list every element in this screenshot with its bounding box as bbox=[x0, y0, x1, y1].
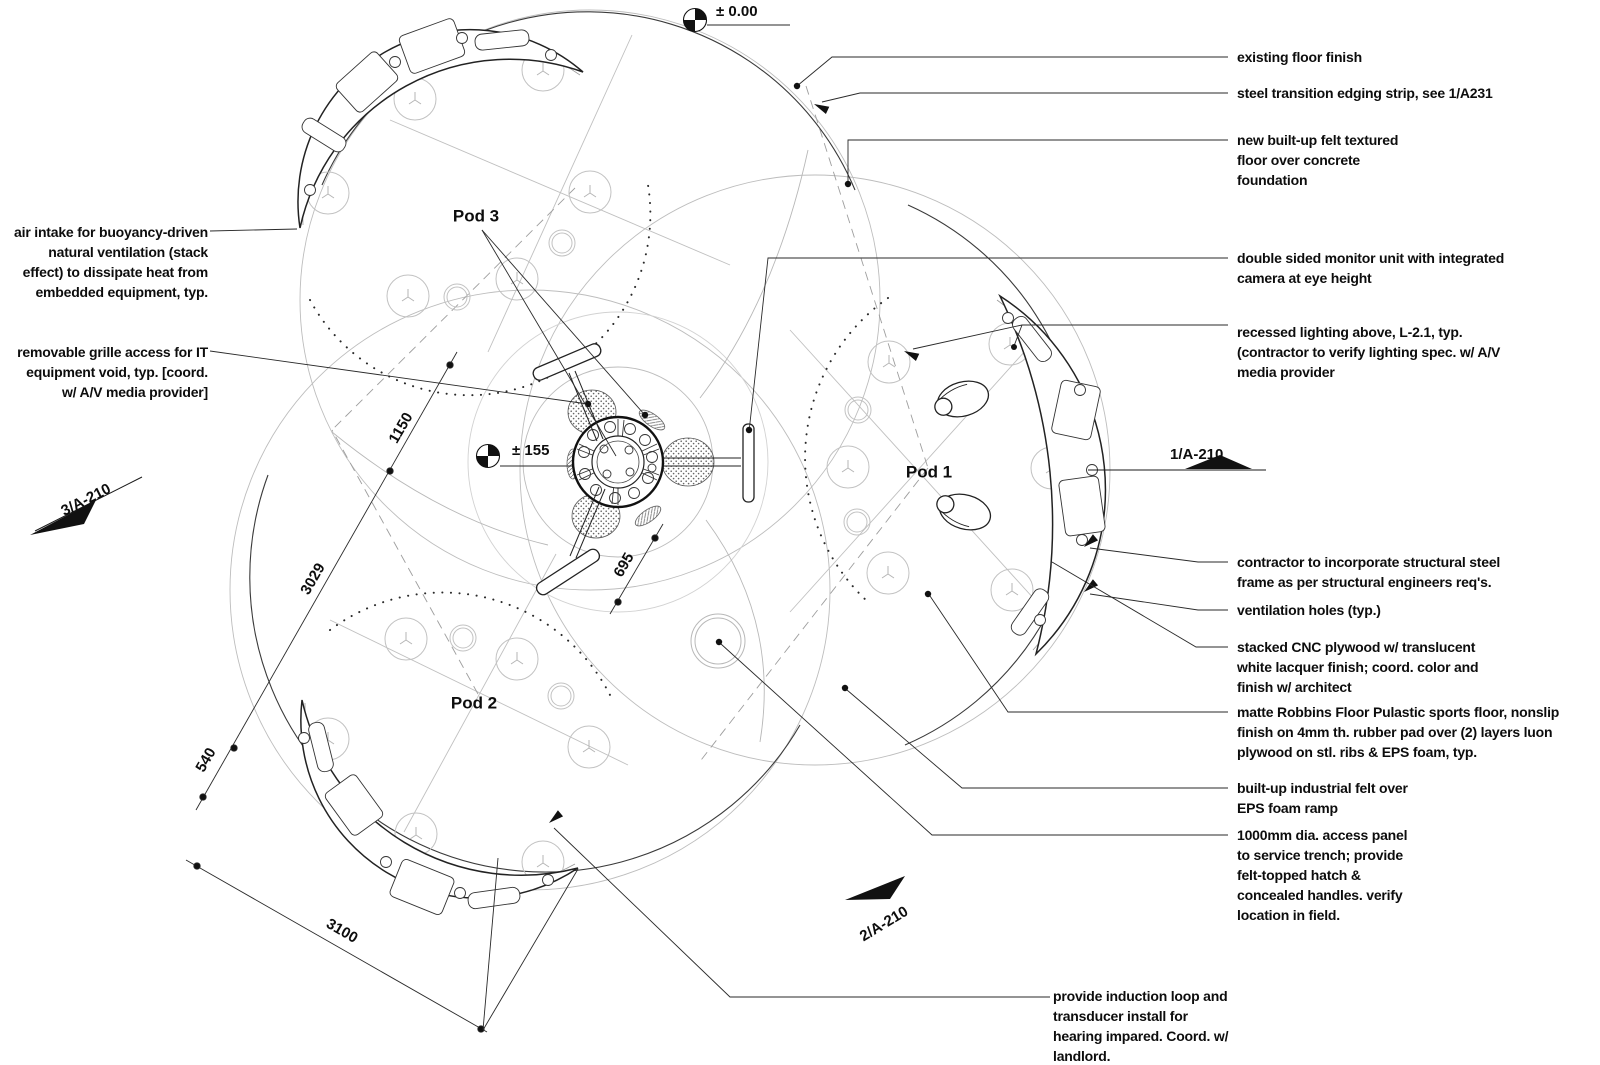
access-panel-circle bbox=[690, 613, 746, 669]
annotation-existing-floor: existing floor finish bbox=[1237, 49, 1362, 65]
annotation-grille-access: removable grille access for IT equipment… bbox=[17, 344, 208, 400]
section-marker-icon bbox=[845, 876, 905, 900]
level-platform-label: ± 155 bbox=[512, 442, 550, 459]
section-label-1A210: 1/A-210 bbox=[1170, 446, 1224, 463]
pod3-circle bbox=[299, 9, 881, 591]
annotation-cnc-plywood: stacked CNC plywood w/ translucent white… bbox=[1237, 639, 1479, 695]
dimension-lines bbox=[185, 351, 664, 1033]
annotation-edging-strip: steel transition edging strip, see 1/A23… bbox=[1237, 85, 1493, 101]
level-datum-label: ± 0.00 bbox=[716, 3, 758, 20]
annotation-access-panel: 1000mm dia. access panel to service tren… bbox=[1237, 827, 1408, 923]
datum-marker-icon bbox=[682, 7, 708, 33]
annotation-monitor-unit: double sided monitor unit with integrate… bbox=[1237, 250, 1505, 286]
datum-marker-icon bbox=[475, 443, 501, 469]
ventilation-holes bbox=[298, 32, 1098, 899]
annotation-felt-ramp: built-up industrial felt over EPS foam r… bbox=[1237, 780, 1408, 816]
shell-cutouts bbox=[301, 18, 1106, 915]
pod3-label: Pod 3 bbox=[452, 206, 500, 226]
section-markers bbox=[30, 455, 1266, 900]
outer-boundary-arcs bbox=[249, 11, 1084, 873]
pod2-monitor-bar bbox=[535, 548, 601, 596]
hub-perforations bbox=[578, 421, 658, 504]
section-marker-icon bbox=[30, 476, 143, 535]
pod1-label: Pod 1 bbox=[905, 462, 953, 482]
pod3-monitor-bar bbox=[532, 343, 602, 381]
person-figure bbox=[936, 493, 992, 531]
human-figures bbox=[934, 380, 992, 531]
hub-offset-circle-2 bbox=[467, 311, 769, 613]
annotation-sports-floor: matte Robbins Floor Pulastic sports floo… bbox=[1237, 704, 1560, 760]
annotation-ventilation-holes: ventilation holes (typ.) bbox=[1237, 602, 1381, 618]
setting-out-dashed-lines bbox=[331, 85, 929, 765]
annotation-recessed-lighting: recessed lighting above, L-2.1, typ. (co… bbox=[1237, 324, 1501, 380]
annotation-felt-floor: new built-up felt textured floor over co… bbox=[1237, 132, 1399, 188]
person-figure bbox=[934, 380, 990, 418]
leader-lines bbox=[209, 56, 1228, 998]
ring-light-icon bbox=[443, 229, 872, 710]
pod2-label: Pod 2 bbox=[450, 693, 498, 713]
pod1-monitor-bar bbox=[742, 423, 755, 503]
level-markers bbox=[475, 7, 790, 469]
annotation-air-intake: air intake for buoyancy-driven natural v… bbox=[14, 224, 208, 300]
section-marker-icon bbox=[1088, 455, 1266, 471]
annotation-steel-frame: contractor to incorporate structural ste… bbox=[1237, 554, 1501, 590]
central-hub-column bbox=[571, 415, 665, 509]
annotation-induction-loop: provide induction loop and transducer in… bbox=[1053, 988, 1229, 1064]
construction-diagonals bbox=[329, 34, 1036, 833]
dotted-platform-edges bbox=[309, 184, 889, 696]
